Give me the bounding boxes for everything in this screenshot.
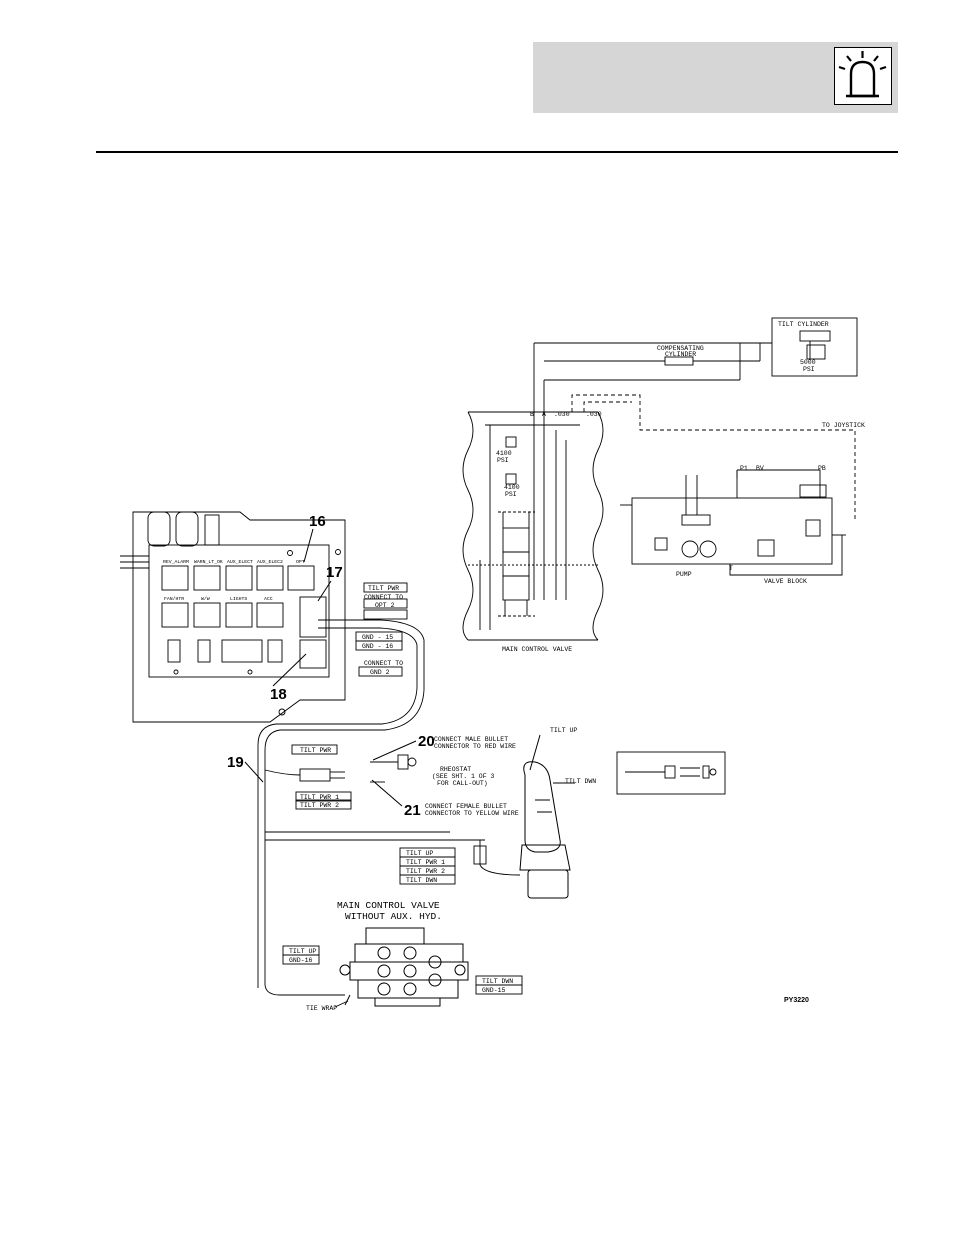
opt2-label: OPT 2: [375, 602, 395, 609]
note21-line-a: CONNECT FEMALE BULLET: [425, 803, 507, 810]
note20-line-a: CONNECT MALE BULLET: [434, 736, 508, 743]
valve-tilt-dwn-label: TILT DWN: [482, 978, 513, 985]
orifice-2-label: .030: [586, 411, 602, 418]
gnd16-label-a: GND - 16: [362, 643, 393, 650]
js-tilt-up-label: TILT UP: [406, 850, 433, 857]
header-rule: [96, 151, 898, 153]
note21-line-b: CONNECTOR TO YELLOW WIRE: [425, 810, 519, 817]
mcv-title-a: MAIN CONTROL VALVE: [337, 900, 440, 911]
main-control-valve-drawing: [339, 927, 469, 1007]
relay-label-5: OPT: [296, 559, 305, 565]
tilt-pwr2-label-b: TILT PWR 2: [300, 802, 339, 809]
connect-to-label-b: CONNECT TO: [364, 660, 403, 667]
rheostat-line-a: RHEOSTAT: [440, 766, 471, 773]
js-tilt-pwr2-label: TILT PWR 2: [406, 868, 445, 875]
port-b-label: B: [530, 411, 534, 418]
relay-panel: [120, 511, 346, 723]
t-label: T: [729, 565, 733, 572]
pump-label: PUMP: [676, 571, 692, 578]
figure-id: PY3220: [784, 997, 809, 1004]
port-a-label: A: [542, 411, 546, 418]
rheostat-line-c: FOR CALL-OUT): [437, 780, 488, 787]
psi-4100-b-label: 4100: [504, 484, 520, 491]
beacon-light-icon: [834, 47, 892, 105]
orifice-1-label: .030: [554, 411, 570, 418]
rheostat-line-b: (SEE SHT. 1 OF 3: [432, 773, 495, 780]
valve-gnd16-label: GND-16: [289, 957, 313, 964]
valve-block-label: VALVE BLOCK: [764, 578, 807, 585]
relay-label-6: FAN/HTR: [164, 596, 184, 602]
relay-label-3: AUX_ELECT: [227, 559, 253, 565]
js-tilt-dwn-label: TILT DWN: [406, 877, 437, 884]
bv-label: BV: [756, 465, 764, 472]
callout-16: 16: [309, 513, 326, 530]
callout-19: 19: [227, 754, 244, 771]
relay-label-9: ACC: [264, 596, 273, 602]
callout-18: 18: [270, 686, 287, 703]
tie-wrap-label: TIE WRAP: [306, 1005, 337, 1012]
relay-label-2: WARN_LT_OK: [194, 559, 223, 565]
relay-label-8: LIGHTS: [230, 596, 247, 602]
connect-to-label-a: CONNECT TO: [364, 594, 403, 601]
hydraulic-schematic: [462, 317, 858, 641]
to-joystick-label: TO JOYSTICK: [822, 422, 865, 429]
psi-unit-c-label: PSI: [505, 491, 517, 498]
gnd2-label: GND 2: [370, 669, 390, 676]
pb-label: PB: [818, 465, 826, 472]
note20-line-b: CONNECTOR TO RED WIRE: [434, 743, 516, 750]
joystick: [519, 734, 575, 899]
callout-17: 17: [326, 564, 343, 581]
relay-label-7: W/W: [201, 596, 210, 602]
p1-label: P1: [740, 465, 748, 472]
psi-unit-label: PSI: [803, 366, 815, 373]
psi-4100-a-label: 4100: [496, 450, 512, 457]
tilt-cylinder-label: TILT CYLINDER: [778, 321, 829, 328]
tilt-pwr1-label-b: TILT PWR 1: [300, 794, 339, 801]
cylinder-label: CYLINDER: [665, 351, 696, 358]
relay-label-1: REV_ALARM: [163, 559, 189, 565]
main-control-valve-label: MAIN CONTROL VALVE: [502, 646, 572, 653]
relay-label-4: AUX_ELEC2: [257, 559, 283, 565]
compensating-label: COMPENSATING: [657, 345, 704, 352]
callout-20: 20: [418, 733, 435, 750]
psi-5000-label: 5000: [800, 359, 816, 366]
tilt-pwr-label-a: TILT PWR: [368, 585, 399, 592]
gnd15-label-a: GND - 15: [362, 634, 393, 641]
valve-gnd15-label: GND-15: [482, 987, 506, 994]
joystick-tilt-dwn-label: TILT DWN: [565, 778, 596, 785]
connector-detail-inset: [616, 751, 726, 795]
mcv-title-b: WITHOUT AUX. HYD.: [345, 911, 442, 922]
js-tilt-pwr1-label: TILT PWR 1: [406, 859, 445, 866]
callout-21: 21: [404, 802, 421, 819]
psi-unit-b-label: PSI: [497, 457, 509, 464]
tilt-pwr-label-b: TILT PWR: [300, 747, 331, 754]
valve-tilt-up-label: TILT UP: [289, 948, 316, 955]
joystick-tilt-up-label: TILT UP: [550, 727, 577, 734]
